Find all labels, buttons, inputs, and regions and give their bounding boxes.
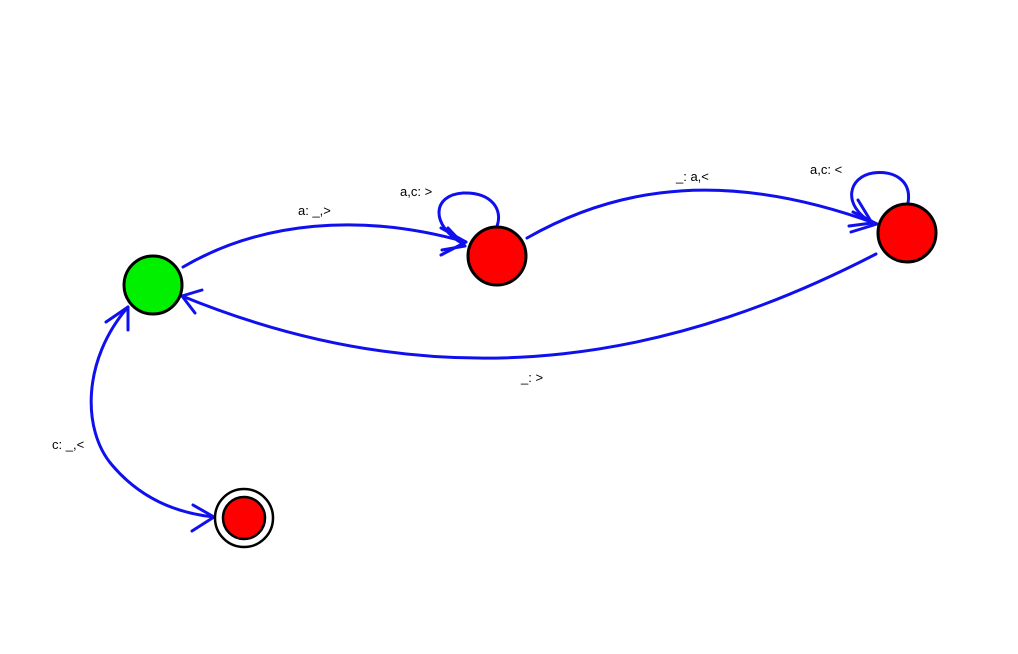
state-q3-accepting[interactable]: [213, 487, 275, 549]
label-q1-loop: a,c: >: [400, 184, 432, 199]
edge-q0-to-q3: [89, 305, 216, 519]
accepting-inner-circle: [221, 495, 267, 541]
label-q1-to-q2: _: a,<: [675, 169, 709, 184]
arrowhead-q1-loop: [440, 226, 467, 252]
edge-labels: a: _,> a,c: > _: a,< a,c: < _: > c: _,<: [52, 162, 842, 452]
state-q0-start[interactable]: [122, 254, 184, 316]
arrowhead-q2-to-q0: [180, 288, 204, 315]
arrowhead-q3-to-q0: [104, 305, 130, 332]
arrowhead-q2-loop: [847, 198, 874, 228]
edges: [89, 170, 911, 533]
edge-q2-to-q0: [180, 252, 878, 360]
states: [122, 202, 938, 549]
edge-q1-to-q2: [525, 188, 879, 240]
edge-q0-to-q1: [181, 223, 468, 269]
edge-q2-loop: [850, 170, 911, 224]
label-q0-to-q3: c: _,<: [52, 437, 84, 452]
label-q2-loop: a,c: <: [810, 162, 842, 177]
arrowhead-q0-to-q3: [190, 503, 216, 533]
label-q2-to-q0: _: >: [520, 370, 543, 385]
state-q2[interactable]: [876, 202, 938, 264]
state-q1[interactable]: [466, 225, 528, 287]
edge-q1-loop: [437, 191, 500, 246]
label-q0-to-q1: a: _,>: [298, 203, 331, 218]
